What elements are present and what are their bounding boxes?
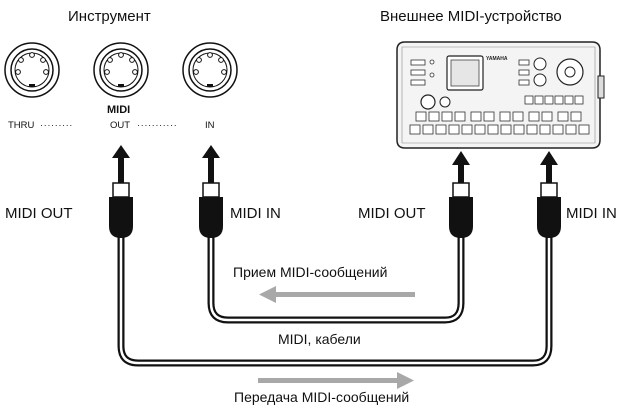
- receive-direction-arrow-icon: [259, 286, 415, 303]
- midi-plug-icon: [109, 182, 133, 238]
- midi-port-group-label: MIDI: [107, 104, 131, 116]
- midi-plug-icon: [537, 182, 561, 238]
- external-device-title: Внешнее MIDI-устройство: [380, 8, 562, 25]
- midi-cables: [117, 236, 553, 367]
- cables-label: MIDI, кабели: [278, 331, 361, 347]
- port-out-label: OUT: [110, 120, 131, 131]
- up-arrow-icon: [540, 151, 558, 183]
- port-thru-label: THRU: [8, 120, 35, 131]
- external-device-icon: YAMAHA: [396, 41, 605, 149]
- dotted-separator: ·········: [40, 120, 73, 131]
- midi-in-socket-icon: [182, 42, 238, 98]
- device-midi-in-cable-label: MIDI IN: [566, 205, 617, 222]
- transmit-direction-arrow-icon: [258, 372, 414, 389]
- device-midi-out-cable-label: MIDI OUT: [358, 205, 426, 222]
- dotted-separator: ···········: [137, 120, 178, 131]
- midi-plug-icon: [199, 182, 223, 238]
- midi-out-socket-icon: [93, 42, 149, 98]
- midi-thru-socket-icon: [4, 42, 60, 98]
- instrument-midi-out-cable-label: MIDI OUT: [5, 205, 73, 222]
- midi-plug-icon: [449, 182, 473, 238]
- receive-label: Прием MIDI-сообщений: [233, 264, 388, 280]
- instrument-title: Инструмент: [68, 8, 151, 25]
- instrument-midi-in-cable-label: MIDI IN: [230, 205, 281, 222]
- up-arrow-icon: [112, 145, 130, 183]
- transmit-label: Передача MIDI-сообщений: [234, 389, 410, 405]
- up-arrow-icon: [202, 145, 220, 183]
- up-arrow-icon: [452, 151, 470, 183]
- device-brand-logo: YAMAHA: [486, 56, 508, 62]
- port-in-label: IN: [205, 120, 215, 131]
